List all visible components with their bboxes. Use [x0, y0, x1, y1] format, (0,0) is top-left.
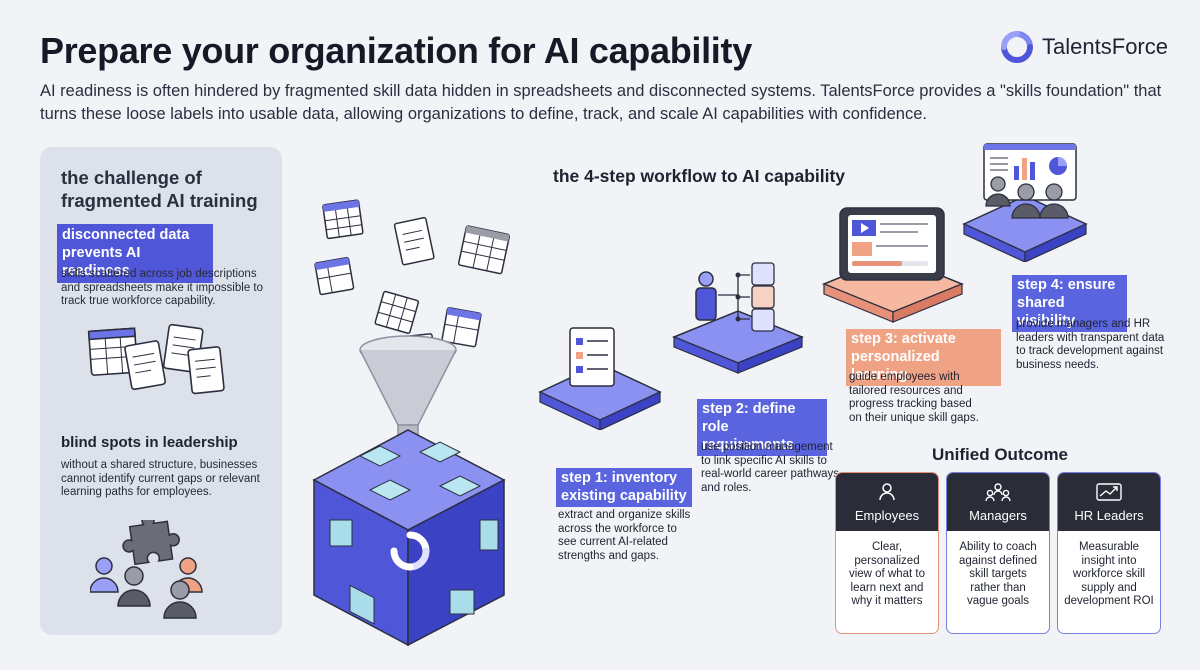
challenge-title: the challenge of fragmented AI training: [61, 167, 258, 211]
dna-icon: [751, 285, 775, 309]
checklist-icon: [569, 327, 615, 387]
person-icon: [1039, 183, 1069, 219]
talentsforce-logo-icon: [390, 531, 430, 571]
skills-cube: [312, 429, 506, 647]
document-icon: [187, 346, 225, 395]
step1-text: extract and organize skills across the w…: [558, 509, 691, 562]
card-text: Clear, personalized view of what to lear…: [848, 541, 926, 607]
growth-chart-icon: [1096, 483, 1122, 501]
person-icon: [90, 557, 119, 593]
card-title: Employees: [854, 508, 920, 523]
puzzle-piece-icon: [122, 520, 180, 566]
page-title: Prepare your organization for AI capabil…: [40, 30, 752, 71]
person-icon: [985, 176, 1011, 207]
spreadsheet-icon: [322, 199, 364, 240]
step4-illustration: [962, 143, 1088, 262]
spreadsheet-icon: [441, 307, 482, 348]
blind-spots-title: blind spots in leadership: [61, 434, 238, 451]
disconnected-data-text: skills scattered across job descriptions…: [61, 268, 263, 307]
step4-text: provide managers and HR leaders with tra…: [1016, 318, 1165, 371]
step3-illustration: [822, 207, 964, 323]
step3-text: guide employees with tailored resources …: [849, 371, 979, 424]
document-icon: [124, 340, 166, 391]
workflow-title: the 4-step workflow to AI capability: [553, 166, 846, 186]
spreadsheet-icon: [374, 290, 420, 334]
spreadsheet-icon: [314, 256, 355, 296]
outcome-title: Unified Outcome: [932, 445, 1069, 464]
step2-label: step 2: define role requirements: [697, 399, 827, 456]
talentsforce-logo-icon: [1001, 31, 1034, 63]
step3-label: step 3: activate personalized learning: [846, 329, 1001, 386]
card-title: Managers: [969, 508, 1027, 523]
card-text: Measurable insight into workforce skill …: [1064, 541, 1154, 607]
person-icon: [695, 271, 717, 321]
card-text: Ability to coach against defined skill t…: [958, 541, 1037, 607]
person-icon: [1011, 183, 1041, 219]
gears-icon: [751, 308, 775, 332]
spreadsheet-icon: [457, 225, 511, 275]
step4-label: step 4: ensure shared visibility: [1012, 275, 1127, 332]
step2-illustration: [672, 262, 804, 374]
document-icon: [393, 216, 435, 266]
intro-paragraph: AI readiness is often hindered by fragme…: [40, 82, 1162, 123]
outcome-card-hr-leaders: HR Leaders Measurable insight into workf…: [1057, 472, 1161, 634]
blind-spots-text: without a shared structure, businesses c…: [61, 459, 260, 498]
person-icon: [879, 483, 895, 501]
tablet-icon: [839, 207, 945, 281]
spreadsheet-icon: [87, 327, 139, 376]
brand-name: TalentsForce: [1042, 34, 1168, 59]
funnel-cube-illustration: [312, 199, 511, 647]
person-icon: [163, 580, 197, 619]
outcome-card-employees: Employees Clear, personalized view of wh…: [835, 472, 939, 634]
scattered-documents-illustration: [87, 323, 225, 395]
profile-icon: [751, 262, 775, 286]
step1-label: step 1: inventory existing capability: [556, 468, 692, 507]
people-puzzle-illustration: [90, 520, 203, 619]
team-icon: [985, 483, 1011, 502]
outcome-card-managers: Managers Ability to coach against define…: [946, 472, 1050, 634]
brand-logo: TalentsForce: [1000, 30, 1168, 64]
step1-illustration: [538, 327, 662, 430]
step2-text: use position management to link specific…: [701, 441, 840, 494]
disconnected-data-label: disconnected data prevents AI readiness: [57, 224, 213, 283]
person-icon: [117, 566, 151, 607]
card-title: HR Leaders: [1074, 508, 1144, 523]
